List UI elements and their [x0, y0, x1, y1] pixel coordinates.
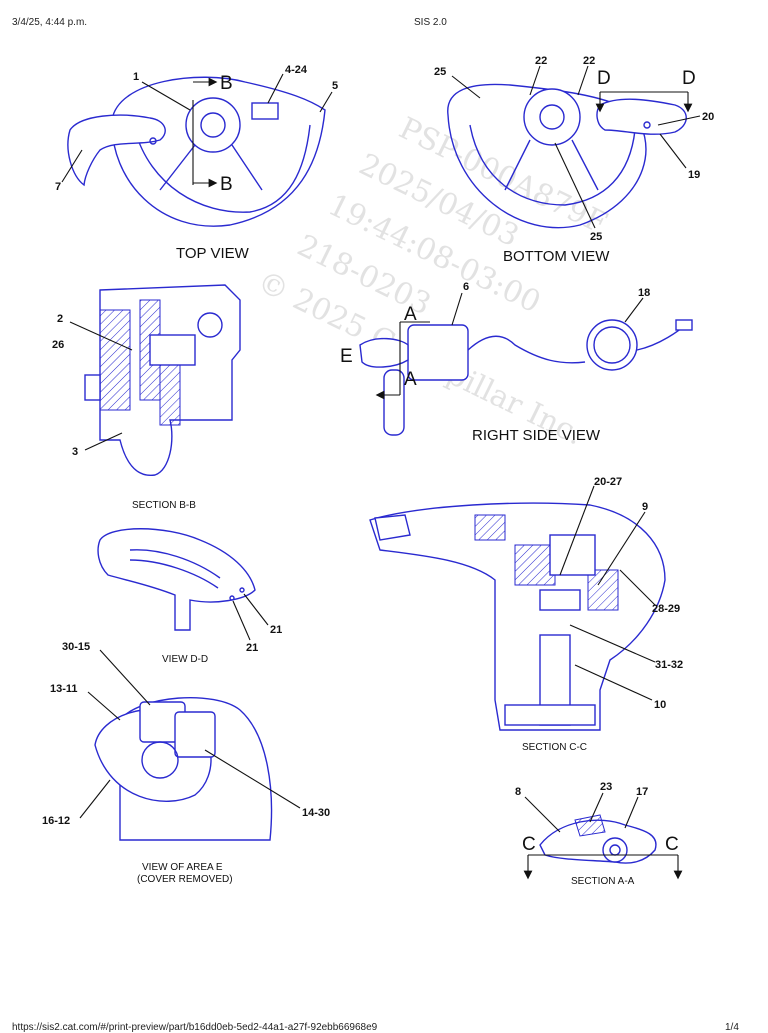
callout-9: 9 — [642, 501, 648, 513]
header-datetime: 3/4/25, 4:44 p.m. — [12, 17, 88, 28]
callout-21-upper: 21 — [270, 624, 282, 636]
callout-25-top: 25 — [434, 66, 446, 78]
callout-6: 6 — [463, 281, 469, 293]
bottom-view-inner-arc — [469, 124, 636, 206]
callout-25-bottom: 25 — [590, 231, 602, 243]
bottom-view-hub — [523, 88, 581, 146]
callout-8: 8 — [515, 786, 521, 798]
callout-4-24: 4-24 — [285, 64, 308, 76]
callout-14-30: 14-30 — [302, 807, 330, 819]
caption-section-bb: SECTION B-B — [132, 500, 196, 511]
right-side-shaft — [383, 369, 405, 436]
right-side-section-letter-a1: A — [404, 304, 417, 325]
callout-22-left: 22 — [535, 55, 547, 67]
right-side-view: A A E 6 18 RIGHT SIDE VIEW — [340, 281, 693, 444]
caption-view-dd: VIEW D-D — [162, 654, 208, 665]
view-area-e: 30-15 13-11 16-12 14-30 VIEW OF AREA E (… — [42, 641, 330, 885]
callout-5: 5 — [332, 80, 338, 92]
right-side-section-letter-a2: A — [404, 369, 417, 390]
right-side-cable-coil — [586, 319, 638, 371]
section-cc-view: 20-27 9 28-29 31-32 10 SECTION C-C — [369, 476, 683, 753]
caption-top-view: TOP VIEW — [176, 245, 250, 262]
bottom-view-section-letter-2: D — [682, 68, 696, 89]
callout-17: 17 — [636, 786, 648, 798]
section-cc-body — [369, 502, 666, 731]
caption-section-aa: SECTION A-A — [571, 876, 635, 887]
callout-10: 10 — [654, 699, 666, 711]
right-side-section-letter-e: E — [340, 346, 353, 367]
top-view: B B 1 4-24 5 7 TOP VIEW — [55, 64, 338, 262]
callout-28-29: 28-29 — [652, 603, 680, 615]
callout-20: 20 — [702, 111, 714, 123]
callout-31-32: 31-32 — [655, 659, 683, 671]
watermark: PSP-000A879F 2025/04/03 19:44:08-03:00 2… — [252, 111, 612, 453]
callout-2: 2 — [57, 313, 63, 325]
top-view-inner-arc — [134, 124, 311, 213]
callout-19: 19 — [688, 169, 700, 181]
callout-16-12: 16-12 — [42, 815, 70, 827]
bottom-view-hub-bore — [539, 104, 565, 130]
callout-7: 7 — [55, 181, 61, 193]
top-view-section-letter-1: B — [220, 73, 233, 94]
top-view-lever — [67, 114, 166, 187]
caption-right-side-view: RIGHT SIDE VIEW — [472, 427, 601, 444]
callout-3: 3 — [72, 446, 78, 458]
caption-section-cc: SECTION C-C — [522, 742, 587, 753]
section-aa-letter-c1: C — [522, 834, 536, 855]
callout-1: 1 — [133, 71, 139, 83]
caption-area-e-line1: VIEW OF AREA E — [142, 862, 223, 873]
callout-21-lower: 21 — [246, 642, 258, 654]
view-dd: 21 21 VIEW D-D — [97, 528, 282, 665]
top-view-label-plate — [251, 102, 279, 120]
callout-20-27: 20-27 — [594, 476, 622, 488]
caption-area-e-line2: (COVER REMOVED) — [137, 874, 233, 885]
callout-26: 26 — [52, 339, 64, 351]
bottom-view: D D 25 22 22 20 19 25 BOTTOM VIEW — [434, 55, 714, 265]
bottom-view-lever — [596, 98, 687, 135]
top-view-section-letter-2: B — [220, 174, 233, 195]
view-dd-lever — [97, 528, 256, 631]
callout-22-right: 22 — [583, 55, 595, 67]
callout-13-11: 13-11 — [50, 683, 78, 695]
callout-18: 18 — [638, 287, 650, 299]
section-aa-letter-c2: C — [665, 834, 679, 855]
right-side-lever — [359, 337, 409, 368]
top-view-spoke-left — [159, 144, 196, 191]
top-view-lever-pin — [149, 137, 157, 145]
right-side-cable — [467, 335, 586, 364]
top-view-hoop — [111, 76, 326, 227]
caption-bottom-view: BOTTOM VIEW — [503, 248, 610, 265]
section-bb-view: 2 26 3 SECTION B-B — [52, 284, 241, 511]
section-aa-view: C C 8 23 17 SECTION A-A — [515, 781, 683, 887]
top-view-hub-bore — [200, 112, 226, 138]
callout-30-15: 30-15 — [62, 641, 90, 653]
top-view-spoke-right — [231, 144, 263, 191]
top-view-hub — [185, 97, 241, 153]
callout-23: 23 — [600, 781, 612, 793]
header-app-title: SIS 2.0 — [414, 17, 447, 28]
bottom-view-section-letter-1: D — [597, 68, 611, 89]
right-side-housing — [407, 324, 469, 381]
